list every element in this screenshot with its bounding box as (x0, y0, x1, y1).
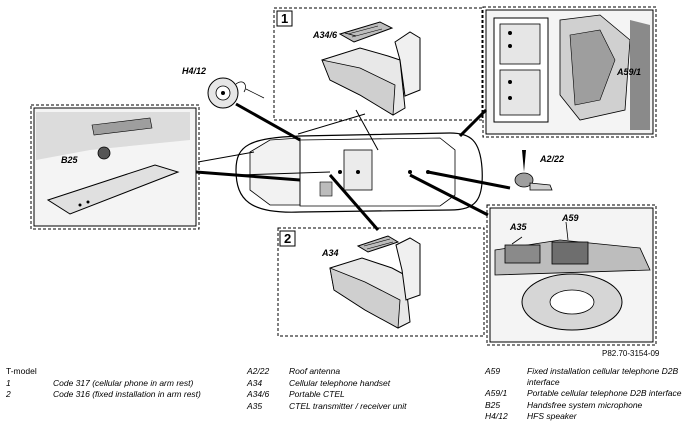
callout-a59: A59 (561, 213, 579, 223)
legend-code: A2/22 (247, 366, 270, 376)
legend-desc: Portable cellular telephone D2B interfac… (527, 388, 682, 398)
callout-a34-6: A34/6 (312, 30, 338, 40)
legend-code: 2 (6, 389, 11, 399)
legend-row: A59 Fixed installation cellular telephon… (485, 366, 695, 387)
legend-desc: Fixed installation cellular telephone D2… (527, 366, 679, 387)
inset-number-1: 1 (281, 11, 288, 26)
legend-code: H4/12 (485, 411, 508, 421)
legend-row: A35 CTEL transmitter / receiver unit (247, 401, 472, 412)
legend-desc: Roof antenna (289, 366, 341, 376)
legend-code: A34/6 (247, 389, 270, 399)
car-top-view (235, 132, 483, 213)
legend-code: A34 (247, 377, 263, 388)
inset-number-2: 2 (284, 231, 291, 246)
callout-a2-22: A2/22 (539, 154, 564, 164)
inset-trunk-photo (486, 204, 657, 346)
legend-code: A59/1 (485, 388, 508, 398)
roof-antenna-a2-22 (514, 150, 553, 191)
legend-code: A59 (485, 366, 501, 376)
legend-column-3: A59 Fixed installation cellular telephon… (485, 366, 695, 423)
legend-row: A59/1 Portable cellular telephone D2B in… (485, 388, 695, 399)
callout-h4-12: H4/12 (182, 66, 206, 76)
legend-row: A34/6 Portable CTEL (247, 389, 472, 400)
diagram-artwork: 1 2 (30, 6, 657, 346)
legend-title: T-model (6, 366, 37, 376)
inset-microphone-photo (30, 104, 200, 230)
legend-column-1: T-model 1 Code 317 (cellular phone in ar… (6, 366, 236, 401)
callout-b25: B25 (61, 155, 79, 165)
legend-code: 1 (6, 377, 11, 388)
legend-desc: HFS speaker (527, 411, 577, 421)
portable-ctel-handset (338, 21, 394, 43)
legend-desc: Code 317 (cellular phone in arm rest) (53, 377, 194, 388)
callout-a59-1: A59/1 (616, 67, 641, 77)
legend-code: A35 (247, 400, 263, 411)
legend-row: H4/12 HFS speaker (485, 411, 695, 422)
legend-desc: Portable CTEL (289, 389, 345, 399)
legend-row: B25 Handsfree system microphone (485, 400, 695, 411)
legend-row: A2/22 Roof antenna (247, 366, 472, 377)
legend-row: A34 Cellular telephone handset (247, 378, 472, 389)
legend-row: 1 Code 317 (cellular phone in arm rest) (6, 378, 236, 389)
legend-code: B25 (485, 399, 501, 410)
inset-1: 1 (273, 7, 483, 121)
leader-lines (195, 88, 511, 231)
speaker-h4-12 (207, 77, 246, 109)
inset-2: 2 (277, 227, 485, 337)
legend-desc: Cellular telephone handset (289, 377, 391, 388)
figure-reference: P82.70-3154-09 (602, 349, 660, 358)
legend-desc: Code 316 (fixed installation in arm rest… (53, 389, 201, 399)
callout-a34: A34 (321, 248, 339, 258)
callout-a35: A35 (509, 222, 528, 232)
legend-row: 2 Code 316 (fixed installation in arm re… (6, 389, 236, 400)
inset-console-photo (482, 6, 657, 138)
legend-desc: CTEL transmitter / receiver unit (289, 400, 407, 411)
legend-column-2: A2/22 Roof antenna A34 Cellular telephon… (247, 366, 472, 412)
microphone-b25 (97, 146, 111, 160)
fixed-handset (356, 235, 400, 253)
legend-desc: Handsfree system microphone (527, 399, 643, 410)
